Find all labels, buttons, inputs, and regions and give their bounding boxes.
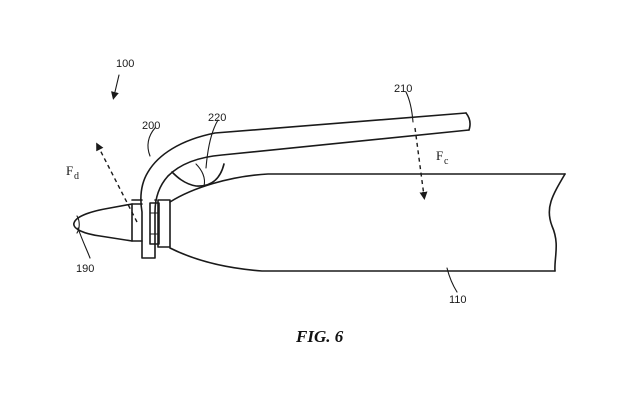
deflection-force-arrow <box>96 142 138 223</box>
ref-210: 210 <box>394 83 412 95</box>
ref-190: 190 <box>76 263 94 275</box>
pencil-tip <box>73 203 133 242</box>
contact-bump <box>171 163 225 187</box>
leader-110 <box>446 267 458 293</box>
force-label-fd: F d <box>66 163 79 182</box>
force-label-fc: F c <box>436 148 449 167</box>
leader-lines <box>77 74 458 293</box>
leader-arrow-100 <box>111 74 120 100</box>
figure-caption: FIG. 6 <box>295 327 344 346</box>
ref-100: 100 <box>116 58 134 70</box>
collar <box>149 199 171 248</box>
clip <box>131 112 471 259</box>
force-fd-symbol: F <box>66 163 73 178</box>
leader-200 <box>147 127 156 157</box>
ref-220: 220 <box>208 112 226 124</box>
force-fd-subscript: d <box>74 171 79 182</box>
leader-220 <box>205 119 219 169</box>
force-fc-subscript: c <box>444 156 449 167</box>
ref-200: 200 <box>142 120 160 132</box>
ref-110: 110 <box>449 294 467 306</box>
leader-210 <box>405 91 414 123</box>
clamp-force-arrow <box>414 127 428 200</box>
pencil-body <box>169 173 566 272</box>
force-fc-symbol: F <box>436 148 443 163</box>
leader-190 <box>77 227 91 259</box>
